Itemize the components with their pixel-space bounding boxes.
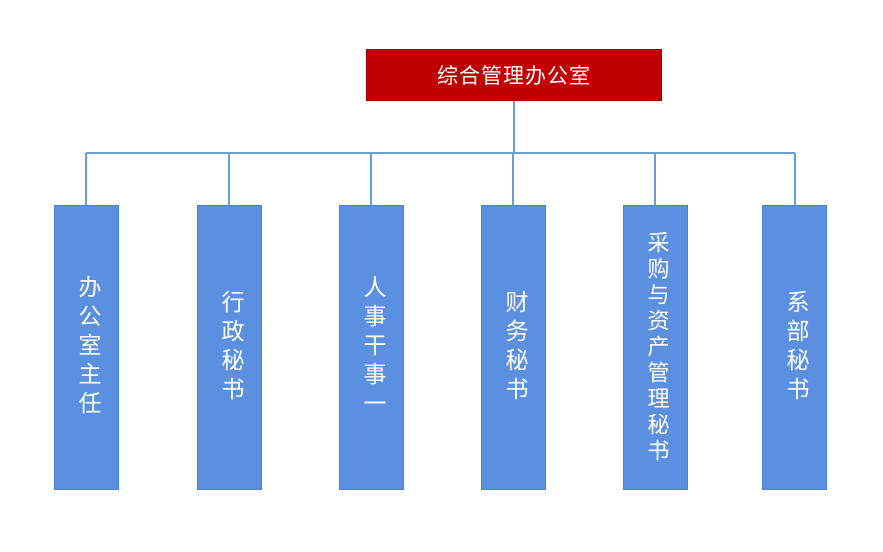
root-node: 综合管理办公室 xyxy=(366,49,662,101)
child-node-label: 行政秘书 xyxy=(217,289,243,406)
child-node-procurement-secretary: 采购与资产管理秘书 xyxy=(623,205,688,490)
child-node-label: 人事干事一 xyxy=(359,275,385,420)
child-node-department-secretary: 系部秘书 xyxy=(762,205,827,490)
child-node-hr-officer: 人事干事一 xyxy=(339,205,404,490)
child-node-finance-secretary: 财务秘书 xyxy=(481,205,546,490)
child-node-label: 系部秘书 xyxy=(782,289,808,406)
root-node-label: 综合管理办公室 xyxy=(437,64,591,88)
child-node-label: 财务秘书 xyxy=(501,289,527,406)
child-node-label: 办公室主任 xyxy=(74,275,100,420)
child-node-office-director: 办公室主任 xyxy=(54,205,119,490)
child-node-admin-secretary: 行政秘书 xyxy=(197,205,262,490)
child-node-label: 采购与资产管理秘书 xyxy=(643,230,669,465)
